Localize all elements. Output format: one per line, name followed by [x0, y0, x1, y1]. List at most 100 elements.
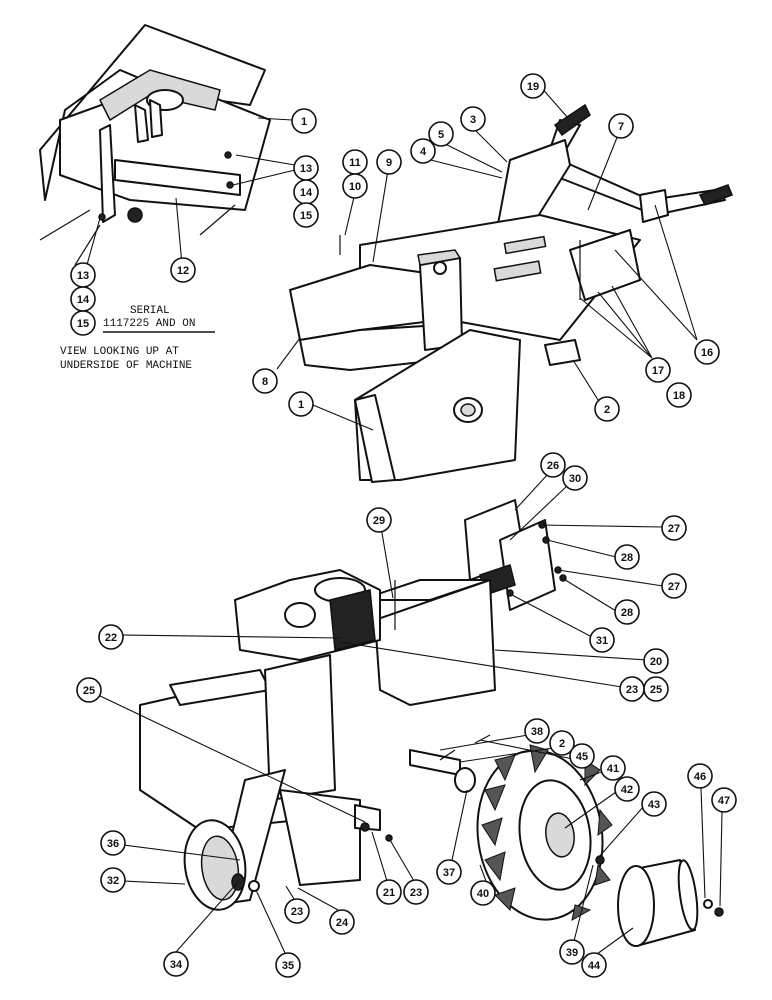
svg-text:25: 25: [83, 685, 95, 697]
callout-9: 9: [376, 149, 402, 175]
svg-text:37: 37: [443, 867, 455, 879]
svg-text:13: 13: [300, 163, 312, 175]
svg-text:7: 7: [618, 121, 624, 133]
callout-20: 20: [643, 648, 669, 674]
svg-text:15: 15: [300, 210, 312, 222]
callout-13: 13: [70, 262, 96, 288]
svg-text:12: 12: [177, 265, 189, 277]
svg-text:28: 28: [621, 552, 633, 564]
callout-38: 38: [524, 718, 550, 744]
view-caption-line1: VIEW LOOKING UP AT: [60, 346, 179, 358]
leader-lines: [84, 85, 723, 955]
svg-text:31: 31: [596, 635, 608, 647]
callout-2: 2: [549, 730, 575, 756]
callout-1: 1: [291, 108, 317, 134]
svg-text:42: 42: [621, 784, 633, 796]
callouts: 1 13 14 15 13 14 15 12 19 3 5 4 7 11 10 …: [70, 73, 737, 978]
svg-text:38: 38: [531, 726, 543, 738]
svg-text:11: 11: [349, 157, 361, 169]
callout-36: 36: [100, 830, 126, 856]
svg-text:21: 21: [383, 887, 395, 899]
svg-text:15: 15: [77, 318, 89, 330]
callout-15: 15: [293, 202, 319, 228]
svg-text:18: 18: [673, 390, 685, 402]
svg-text:2: 2: [604, 404, 610, 416]
svg-text:2: 2: [559, 738, 565, 750]
serial-label: SERIAL: [130, 305, 170, 317]
svg-text:41: 41: [607, 763, 619, 775]
svg-text:13: 13: [77, 270, 89, 282]
inset-underside-view: [39, 24, 271, 266]
svg-text:36: 36: [107, 838, 119, 850]
callout-11: 11: [342, 149, 368, 175]
svg-text:32: 32: [107, 875, 119, 887]
svg-text:27: 27: [668, 581, 680, 593]
callout-41: 41: [600, 755, 626, 781]
callout-12: 12: [170, 257, 196, 283]
callout-28: 28: [614, 544, 640, 570]
callout-23: 23: [284, 898, 310, 924]
callout-46: 46: [687, 763, 713, 789]
svg-text:1: 1: [301, 116, 307, 128]
svg-text:3: 3: [470, 114, 476, 126]
view-caption-line2: UNDERSIDE OF MACHINE: [60, 360, 192, 372]
callout-24: 24: [329, 909, 355, 935]
svg-text:45: 45: [576, 751, 588, 763]
inset-caption: SERIAL 1117225 AND ON VIEW LOOKING UP AT…: [60, 305, 215, 372]
callout-45: 45: [569, 743, 595, 769]
callout-25: 25: [643, 676, 669, 702]
svg-text:17: 17: [652, 365, 664, 377]
svg-text:14: 14: [300, 187, 313, 199]
svg-text:47: 47: [718, 795, 730, 807]
svg-text:8: 8: [262, 376, 268, 388]
svg-text:9: 9: [386, 157, 392, 169]
svg-text:44: 44: [588, 960, 601, 972]
callout-28: 28: [614, 599, 640, 625]
callout-30: 30: [562, 465, 588, 491]
svg-text:24: 24: [336, 917, 349, 929]
svg-text:46: 46: [694, 771, 706, 783]
svg-text:20: 20: [650, 656, 662, 668]
callout-1: 1: [288, 391, 314, 417]
callout-4: 4: [410, 138, 436, 164]
callout-27: 27: [661, 515, 687, 541]
callout-17: 17: [645, 357, 671, 383]
svg-text:27: 27: [668, 523, 680, 535]
callout-19: 19: [520, 73, 546, 99]
callout-10: 10: [342, 173, 368, 199]
svg-text:34: 34: [170, 959, 183, 971]
callout-8: 8: [252, 368, 278, 394]
callout-27: 27: [661, 573, 687, 599]
callout-23: 23: [619, 676, 645, 702]
callout-22: 22: [98, 624, 124, 650]
serial-value: 1117225 AND ON: [103, 318, 195, 330]
svg-text:39: 39: [566, 947, 578, 959]
svg-text:10: 10: [349, 181, 361, 193]
callout-21: 21: [376, 879, 402, 905]
callout-14: 14: [70, 286, 96, 312]
svg-text:22: 22: [105, 632, 117, 644]
svg-text:40: 40: [477, 888, 489, 900]
callout-44: 44: [581, 952, 607, 978]
callout-14: 14: [293, 179, 319, 205]
svg-text:23: 23: [410, 887, 422, 899]
svg-text:28: 28: [621, 607, 633, 619]
svg-text:1: 1: [298, 399, 304, 411]
svg-text:25: 25: [650, 684, 662, 696]
callout-31: 31: [589, 627, 615, 653]
svg-text:14: 14: [77, 294, 90, 306]
svg-text:5: 5: [438, 129, 444, 141]
callout-40: 40: [470, 880, 496, 906]
callout-42: 42: [614, 776, 640, 802]
callout-23: 23: [403, 879, 429, 905]
callout-39: 39: [559, 939, 585, 965]
svg-text:19: 19: [527, 81, 539, 93]
svg-text:29: 29: [373, 515, 385, 527]
svg-text:35: 35: [282, 960, 294, 972]
drive-assembly: [139, 499, 724, 947]
callout-29: 29: [366, 507, 392, 533]
callout-3: 3: [460, 106, 486, 132]
svg-text:4: 4: [420, 146, 427, 158]
callout-47: 47: [711, 787, 737, 813]
